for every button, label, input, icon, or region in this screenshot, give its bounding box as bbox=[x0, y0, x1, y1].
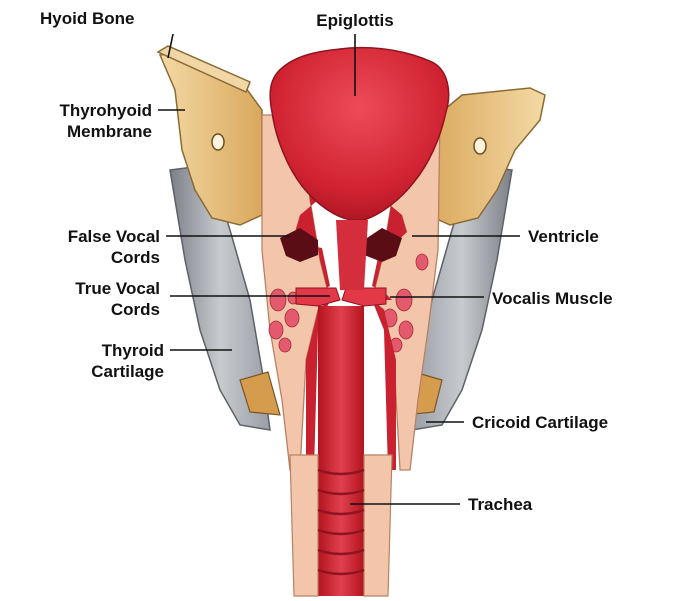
label-ventricle: Ventricle bbox=[528, 226, 599, 247]
label-hyoid-bone: Hyoid Bone bbox=[40, 8, 134, 29]
foramen-left bbox=[212, 134, 224, 150]
label-thyroid-cartilage: Thyroid Cartilage bbox=[20, 340, 164, 382]
true-vocal-cord-right bbox=[342, 288, 386, 306]
foramen-right bbox=[474, 138, 486, 154]
true-vocal-cord-left bbox=[296, 288, 340, 306]
trachea-wall-left bbox=[290, 455, 318, 596]
label-thyrohyoid-membrane: Thyrohyoid Membrane bbox=[20, 100, 152, 142]
label-epiglottis: Epiglottis bbox=[305, 10, 405, 31]
label-trachea: Trachea bbox=[468, 494, 532, 515]
label-cricoid-cartilage: Cricoid Cartilage bbox=[472, 412, 608, 433]
laryngeal-lumen bbox=[336, 220, 368, 290]
label-false-vocal-cords: False Vocal Cords bbox=[20, 226, 160, 268]
trachea-wall-right bbox=[364, 455, 392, 596]
label-vocalis-muscle: Vocalis Muscle bbox=[492, 288, 613, 309]
label-true-vocal-cords: True Vocal Cords bbox=[20, 278, 160, 320]
